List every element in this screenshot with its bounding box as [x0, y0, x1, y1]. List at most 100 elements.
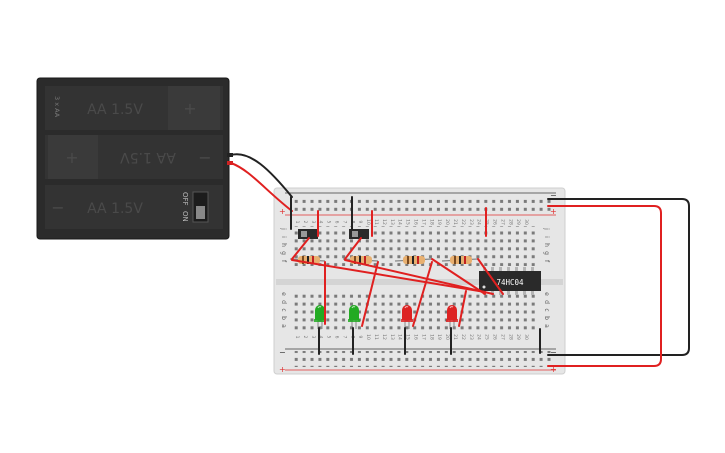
- wire-rail-positive-loop: [547, 205, 662, 367]
- wire-res3-chip: [431, 258, 486, 295]
- column-number: 12: [381, 334, 387, 340]
- column-number: 16: [413, 334, 419, 340]
- chip-label: 74HC04: [496, 278, 524, 287]
- battery-minus-sign: −: [51, 198, 64, 217]
- column-number: 7: [341, 221, 347, 224]
- column-number: 22: [460, 219, 466, 225]
- rail-plus-label: +: [550, 365, 557, 374]
- wire-chip-led4: [458, 290, 467, 327]
- column-number: 23: [468, 334, 474, 340]
- column-number: 15: [405, 219, 411, 225]
- wire-chip-led3: [412, 261, 433, 327]
- column-number: 18: [428, 219, 434, 225]
- battery-cell-label: AA 1.5V: [87, 102, 143, 118]
- column-number: 27: [499, 219, 505, 225]
- bottom-power-rail[interactable]: [293, 351, 554, 367]
- column-number: 27: [499, 334, 505, 340]
- column-number: 29: [515, 219, 521, 225]
- column-number: 2: [302, 221, 308, 224]
- row-letter: b: [543, 316, 550, 320]
- wire-rail-negative-loop: [547, 198, 690, 356]
- column-number: 13: [389, 219, 395, 225]
- rail-plus-label: +: [550, 207, 557, 216]
- rail-minus-label: −: [550, 191, 557, 200]
- resistor-3[interactable]: [394, 256, 433, 264]
- column-number: 20: [444, 334, 450, 340]
- column-number-labels: 1122334455667788991010111112121313141415…: [294, 219, 529, 340]
- switch-on-label: ON: [181, 211, 189, 222]
- wire-switch1-to-resistor: [291, 237, 310, 260]
- column-number: 14: [397, 334, 403, 340]
- column-number: 6: [334, 336, 340, 339]
- column-number: 29: [515, 334, 521, 340]
- battery-minus-sign: −: [198, 148, 211, 167]
- switch-off-label: OFF: [181, 192, 189, 206]
- column-number: 9: [357, 221, 363, 224]
- row-letter: c: [280, 308, 287, 311]
- led-green-1[interactable]: [314, 305, 326, 329]
- resistor-4[interactable]: [441, 256, 479, 264]
- column-number: 4: [318, 336, 324, 339]
- battery-plus-sign: +: [183, 99, 196, 118]
- rail-plus-label: +: [279, 207, 286, 216]
- column-number: 16: [413, 219, 419, 225]
- column-number: 23: [468, 219, 474, 225]
- wire-res4-chip: [477, 258, 504, 295]
- column-number: 3: [310, 221, 316, 224]
- slide-switch-1[interactable]: [298, 229, 318, 239]
- column-number: 11: [373, 219, 379, 225]
- row-letter: i: [543, 236, 550, 238]
- slide-switch-2[interactable]: [349, 229, 369, 239]
- column-number: 14: [397, 219, 403, 225]
- column-number: 19: [436, 334, 442, 340]
- row-letter: j: [543, 227, 550, 230]
- column-number: 9: [357, 336, 363, 339]
- rail-minus-label: −: [279, 348, 286, 357]
- column-number: 5: [326, 221, 332, 224]
- wires[interactable]: [230, 153, 690, 367]
- column-number: 5: [326, 336, 332, 339]
- battery-switch[interactable]: OFF ON: [181, 191, 209, 223]
- rail-plus-label: +: [279, 365, 286, 374]
- battery-cell-label: AA 1.5V: [120, 149, 176, 165]
- row-letter: h: [543, 243, 550, 247]
- column-number: 2: [302, 336, 308, 339]
- column-number: 28: [507, 334, 513, 340]
- column-number: 24: [476, 219, 482, 225]
- column-number: 4: [318, 221, 324, 224]
- column-number: 15: [405, 334, 411, 340]
- led-red-2[interactable]: [446, 305, 458, 329]
- column-number: 12: [381, 219, 387, 225]
- row-letter: e: [280, 292, 287, 296]
- column-number: 24: [476, 334, 482, 340]
- column-number: 26: [492, 334, 498, 340]
- wire-switch2-to-resistor: [344, 237, 362, 260]
- row-letter: d: [543, 300, 550, 304]
- column-number: 11: [373, 334, 379, 340]
- wire-res2-chip: [344, 259, 494, 295]
- column-number: 1: [294, 221, 300, 224]
- column-number: 10: [365, 334, 371, 340]
- column-number: 1: [294, 336, 300, 339]
- battery-pack[interactable]: AA 1.5V + AA 1.5V + − AA 1.5V − 3 x AA O…: [36, 77, 233, 240]
- top-power-rail[interactable]: [293, 197, 554, 212]
- battery-type-label: 3 x AA: [53, 96, 61, 118]
- row-letter: e: [543, 292, 550, 296]
- row-letter: f: [280, 260, 287, 263]
- led-green-2[interactable]: [348, 305, 360, 329]
- battery-cell-2: AA 1.5V + −: [45, 135, 223, 179]
- row-letter: a: [543, 324, 550, 328]
- column-number: 28: [507, 219, 513, 225]
- row-letter: a: [280, 324, 287, 328]
- column-number: 10: [365, 219, 371, 225]
- column-number: 20: [444, 219, 450, 225]
- rail-minus-label: −: [550, 348, 557, 357]
- column-number: 3: [310, 336, 316, 339]
- column-number: 17: [420, 334, 426, 340]
- column-number: 19: [436, 219, 442, 225]
- ic-74hc04[interactable]: 74HC04: [479, 267, 541, 295]
- battery-cell-1: AA 1.5V +: [45, 86, 223, 130]
- terminal-strip-bottom[interactable]: [293, 291, 538, 331]
